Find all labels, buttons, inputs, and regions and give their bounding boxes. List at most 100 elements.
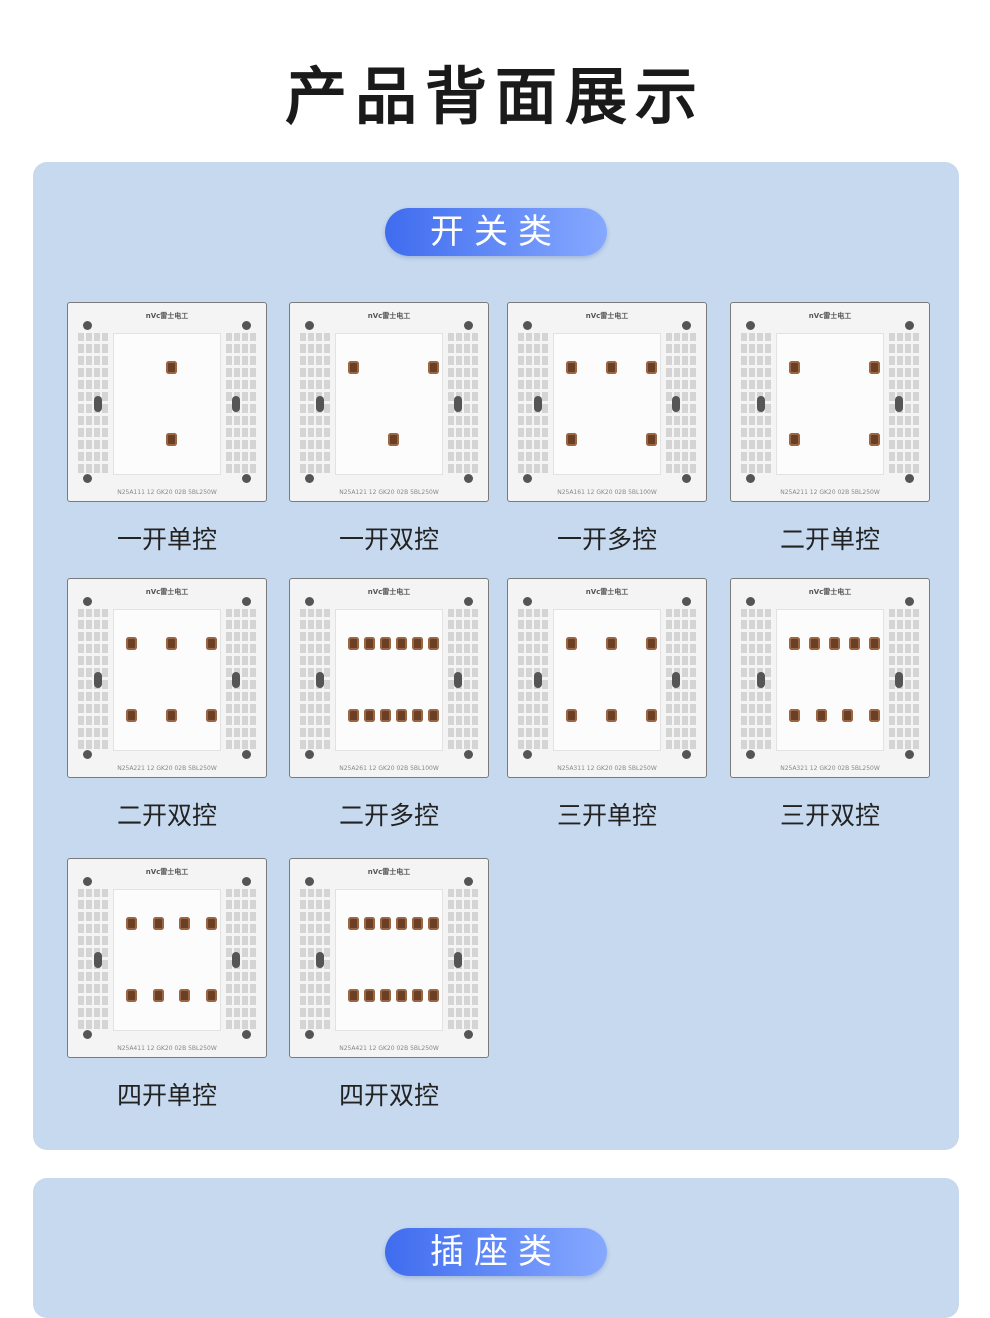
wire-terminal bbox=[789, 361, 800, 374]
brand-logo: nVc雷士电工 bbox=[145, 588, 189, 596]
wire-terminal bbox=[206, 917, 217, 930]
screw-hole bbox=[746, 321, 755, 330]
screw-hole bbox=[464, 750, 473, 759]
wire-terminal bbox=[364, 989, 375, 1002]
wire-terminal bbox=[646, 709, 657, 722]
wire-terminal bbox=[829, 637, 840, 650]
model-code: N25A261 12 GK20 02B 5BL100W bbox=[339, 765, 439, 772]
model-code: N25A411 12 GK20 02B 5BL250W bbox=[117, 1045, 217, 1052]
screw-hole bbox=[242, 474, 251, 483]
mount-slot bbox=[94, 672, 102, 688]
wire-terminal bbox=[126, 637, 137, 650]
page-title: 产品背面展示 bbox=[284, 60, 705, 133]
mount-slot bbox=[672, 396, 680, 412]
screw-hole bbox=[746, 474, 755, 483]
vent-grid bbox=[741, 333, 771, 473]
wire-terminal bbox=[396, 989, 407, 1002]
wire-terminal bbox=[380, 917, 391, 930]
model-code: N25A111 12 GK20 02B 5BL250W bbox=[117, 489, 217, 496]
switch-body bbox=[776, 333, 884, 475]
screw-hole bbox=[242, 321, 251, 330]
wire-terminal bbox=[126, 917, 137, 930]
wire-terminal bbox=[789, 709, 800, 722]
vent-grid bbox=[300, 333, 330, 473]
wire-terminal bbox=[646, 433, 657, 446]
wire-terminal bbox=[869, 361, 880, 374]
socket-section: 插座类 bbox=[33, 1178, 959, 1318]
switch-body bbox=[113, 333, 221, 475]
wire-terminal bbox=[809, 637, 820, 650]
wire-terminal bbox=[869, 637, 880, 650]
model-code: N25A321 12 GK20 02B 5BL250W bbox=[780, 765, 880, 772]
wire-terminal bbox=[428, 709, 439, 722]
screw-hole bbox=[523, 597, 532, 606]
screw-hole bbox=[523, 474, 532, 483]
model-code: N25A421 12 GK20 02B 5BL250W bbox=[339, 1045, 439, 1052]
switch-body bbox=[553, 609, 661, 751]
screw-hole bbox=[305, 1030, 314, 1039]
wire-terminal bbox=[348, 989, 359, 1002]
screw-hole bbox=[242, 877, 251, 886]
vent-grid bbox=[741, 609, 771, 749]
mount-slot bbox=[94, 952, 102, 968]
switch-type-label: 一开多控 bbox=[556, 525, 657, 554]
screw-hole bbox=[83, 597, 92, 606]
switch-type-label: 二开双控 bbox=[116, 801, 217, 830]
switch-body bbox=[335, 889, 443, 1031]
wire-terminal bbox=[606, 361, 617, 374]
vent-grid bbox=[518, 609, 548, 749]
switch-body bbox=[335, 333, 443, 475]
switch-body bbox=[776, 609, 884, 751]
wire-terminal bbox=[166, 709, 177, 722]
mount-slot bbox=[454, 952, 462, 968]
wire-terminal bbox=[348, 917, 359, 930]
wire-terminal bbox=[646, 361, 657, 374]
vent-grid bbox=[300, 609, 330, 749]
screw-hole bbox=[305, 597, 314, 606]
mount-slot bbox=[757, 396, 765, 412]
switch-type-label: 二开单控 bbox=[779, 525, 880, 554]
switch-body bbox=[335, 609, 443, 751]
switch-type-label: 三开双控 bbox=[779, 801, 880, 830]
wire-terminal bbox=[348, 709, 359, 722]
wire-terminal bbox=[566, 637, 577, 650]
screw-hole bbox=[83, 877, 92, 886]
model-code: N25A311 12 GK20 02B 5BL250W bbox=[557, 765, 657, 772]
brand-logo: nVc雷士电工 bbox=[808, 312, 852, 320]
wire-terminal bbox=[789, 637, 800, 650]
vent-grid bbox=[300, 889, 330, 1029]
screw-hole bbox=[242, 750, 251, 759]
switch-type-label: 四开单控 bbox=[116, 1081, 217, 1110]
vent-grid bbox=[889, 609, 919, 749]
switch-section-heading: 开关类 bbox=[385, 208, 607, 256]
screw-hole bbox=[682, 750, 691, 759]
wire-terminal bbox=[126, 989, 137, 1002]
wire-terminal bbox=[412, 637, 423, 650]
wire-terminal bbox=[412, 989, 423, 1002]
wire-terminal bbox=[428, 989, 439, 1002]
screw-hole bbox=[242, 597, 251, 606]
wire-terminal bbox=[348, 637, 359, 650]
screw-hole bbox=[83, 1030, 92, 1039]
brand-logo: nVc雷士电工 bbox=[367, 588, 411, 596]
wire-terminal bbox=[849, 637, 860, 650]
vent-grid bbox=[889, 333, 919, 473]
brand-logo: nVc雷士电工 bbox=[145, 312, 189, 320]
wire-terminal bbox=[206, 989, 217, 1002]
vent-grid bbox=[666, 609, 696, 749]
wire-terminal bbox=[412, 917, 423, 930]
wire-terminal bbox=[152, 917, 164, 930]
wire-terminal bbox=[166, 637, 177, 650]
wire-terminal bbox=[566, 361, 577, 374]
mount-slot bbox=[232, 396, 240, 412]
screw-hole bbox=[464, 321, 473, 330]
wire-terminal bbox=[789, 433, 800, 446]
